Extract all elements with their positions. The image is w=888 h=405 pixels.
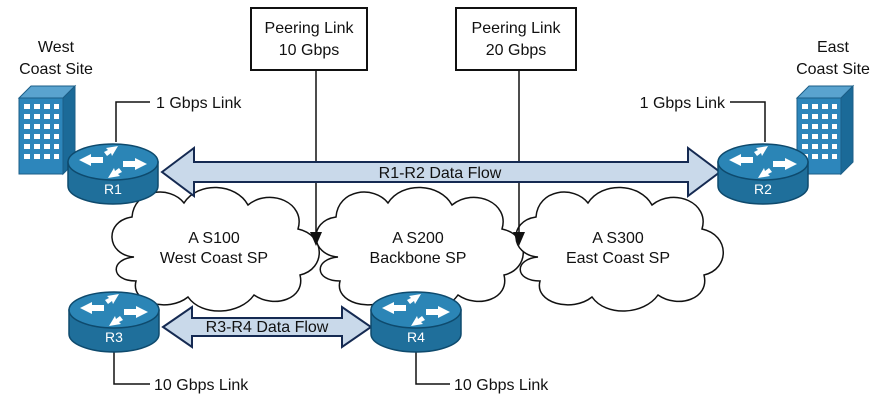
cloud-as300: A S300 East Coast SP <box>515 186 725 312</box>
r1-link-label: 1 Gbps Link <box>156 95 242 112</box>
router-r4-label: R4 <box>407 329 425 345</box>
peering-link-10g-speed: 10 Gbps <box>279 42 339 59</box>
cloud-as200: A S200 Backbone SP <box>315 186 525 312</box>
router-r1: R1 <box>67 143 159 205</box>
cloud-as100-desc: West Coast SP <box>160 250 268 267</box>
r3-link-line <box>113 344 150 385</box>
router-r3-label: R3 <box>105 329 123 345</box>
peering-link-20g-title: Peering Link <box>472 20 562 37</box>
east-site-label-line2: Coast Site <box>796 61 870 78</box>
r4-link-label: 10 Gbps Link <box>454 377 549 394</box>
cloud-as300-name: A S300 <box>592 230 644 247</box>
router-r2: R2 <box>717 143 809 205</box>
router-r2-label: R2 <box>754 181 772 197</box>
r1-link-line <box>115 101 150 142</box>
cloud-as300-desc: East Coast SP <box>566 250 670 267</box>
cloud-as200-desc: Backbone SP <box>370 250 467 267</box>
cloud-as100: A S100 West Coast SP <box>111 186 321 312</box>
peering-link-20g-speed: 20 Gbps <box>486 42 546 59</box>
flow-r1-r2: R1-R2 Data Flow <box>160 146 722 198</box>
peering-link-20g: Peering Link 20 Gbps <box>455 7 577 246</box>
peering-arrow-down-icon <box>310 232 322 246</box>
east-site: East Coast Site <box>796 39 870 175</box>
router-r3: R3 <box>68 291 160 353</box>
peering-link-10g-title: Peering Link <box>265 20 355 37</box>
west-site-label-line1: West <box>38 39 75 56</box>
peering-arrow-down-icon <box>513 232 525 246</box>
east-site-label-line1: East <box>817 39 850 56</box>
r3-link-label: 10 Gbps Link <box>154 377 249 394</box>
r2-link-label: 1 Gbps Link <box>640 95 726 112</box>
router-r4: R4 <box>370 291 462 353</box>
west-building-icon <box>18 85 76 175</box>
r4-link-line <box>415 344 450 385</box>
cloud-as200-name: A S200 <box>392 230 444 247</box>
west-site-label-line2: Coast Site <box>19 61 93 78</box>
cloud-as100-name: A S100 <box>188 230 240 247</box>
flow-r3-r4: R3-R4 Data Flow <box>161 305 373 349</box>
west-site: West Coast Site <box>18 39 93 175</box>
flow-r1-r2-label: R1-R2 Data Flow <box>379 165 502 182</box>
r2-link-line <box>730 101 766 142</box>
peering-link-10g: Peering Link 10 Gbps <box>250 7 368 246</box>
router-r1-label: R1 <box>104 181 122 197</box>
flow-r3-r4-label: R3-R4 Data Flow <box>206 319 329 336</box>
